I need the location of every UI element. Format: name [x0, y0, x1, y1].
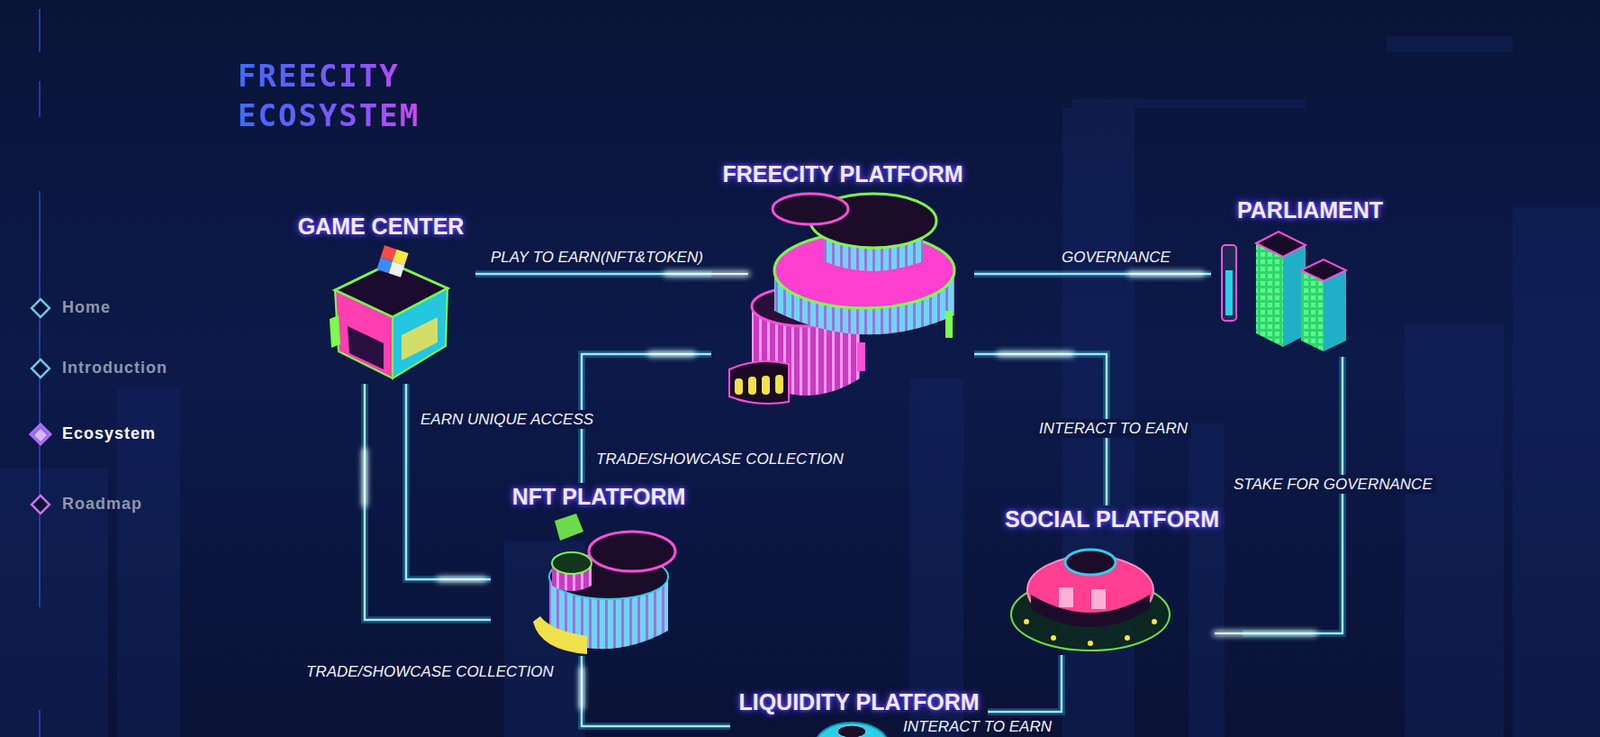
connector-line: [1242, 356, 1343, 633]
connector-halo: [974, 270, 1212, 278]
social-platform-building: [1011, 549, 1170, 651]
edge-label: EARN UNIQUE ACCESS: [416, 409, 597, 429]
connector-halo: [987, 654, 1062, 712]
nav-item: Roadmap: [62, 494, 143, 514]
platform-node: SOCIAL PLATFORM: [981, 505, 1243, 655]
diagram-title: FREECITY ECOSYSTEM: [237, 55, 463, 136]
platform-heading: GAME CENTER: [298, 212, 465, 240]
glow-connector: [1242, 356, 1343, 633]
edge-label: PLAY TO EARN(NFT&TOKEN): [490, 247, 704, 267]
edge-label: INTERACT TO EARN: [1035, 418, 1192, 438]
connector-halo: [581, 655, 731, 726]
platform-heading: LIQUIDITY PLATFORM: [738, 687, 979, 715]
parliament-building: [1221, 231, 1347, 352]
connector-line: [974, 272, 1212, 276]
connector-line: [987, 654, 1062, 712]
platform-node: FREECITY PLATFORM: [711, 160, 975, 422]
platform-heading: NFT PLATFORM: [512, 482, 687, 510]
platform-node: NFT PLATFORM: [490, 482, 707, 656]
glow-connector: [974, 273, 1212, 275]
game-center-building: [329, 244, 448, 379]
platform-heading: SOCIAL PLATFORM: [1004, 505, 1220, 533]
edge-label: TRADE/SHOWCASE COLLECTION: [306, 661, 554, 681]
edge-label: INTERACT TO EARN: [903, 716, 1052, 736]
platform-node: PARLIAMENT: [1211, 196, 1410, 357]
edge-label: GOVERNANCE: [1061, 247, 1171, 267]
nft-platform-building: [533, 513, 676, 654]
edge-label: TRADE/SHOWCASE COLLECTION: [596, 449, 844, 469]
freecity-platform-building: [729, 193, 955, 404]
edge-label: STAKE FOR GOVERNANCE: [1229, 474, 1437, 494]
liquidity-platform-building: [815, 722, 888, 737]
connector-halo: [1242, 356, 1343, 633]
nav-item: Home: [62, 298, 111, 317]
platform-heading: PARLIAMENT: [1237, 196, 1384, 224]
connector-line: [581, 655, 731, 726]
glow-connector: [581, 655, 731, 726]
glow-connector: [987, 654, 1062, 712]
nav-item: Introduction: [62, 358, 168, 378]
nav-item: Ecosystem: [62, 424, 156, 443]
platform-heading: FREECITY PLATFORM: [722, 160, 963, 188]
city-backdrop: [0, 36, 1600, 737]
nav-diamonds: [30, 298, 52, 514]
platform-node: GAME CENTER: [286, 212, 476, 384]
